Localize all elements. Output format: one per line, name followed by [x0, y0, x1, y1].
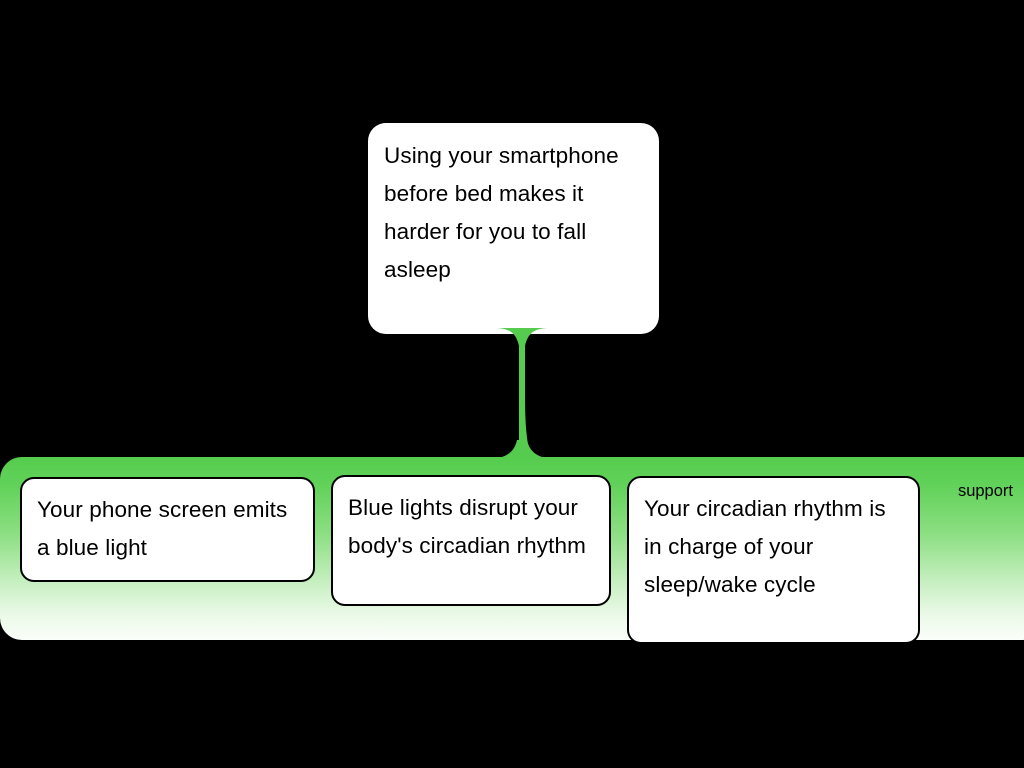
reason-node[interactable]: Blue lights disrupt your body's circadia…	[331, 475, 611, 606]
reason-text: Blue lights disrupt your body's circadia…	[348, 495, 586, 558]
reason-text: Your phone screen emits a blue light	[37, 497, 288, 560]
reason-node[interactable]: Your circadian rhythm is in charge of yo…	[627, 476, 920, 644]
connector-bottom-flare	[483, 440, 561, 460]
connector-stem-path	[492, 328, 560, 460]
support-band-label: support	[957, 482, 1013, 500]
reason-text: Your circadian rhythm is in charge of yo…	[644, 496, 886, 597]
claim-text: Using your smartphone before bed makes i…	[384, 143, 619, 282]
reason-node[interactable]: Your phone screen emits a blue light	[20, 477, 315, 582]
connector-core	[519, 328, 525, 460]
connector-top-flare	[497, 328, 547, 346]
claim-node[interactable]: Using your smartphone before bed makes i…	[368, 123, 659, 334]
support-connector	[478, 328, 566, 460]
